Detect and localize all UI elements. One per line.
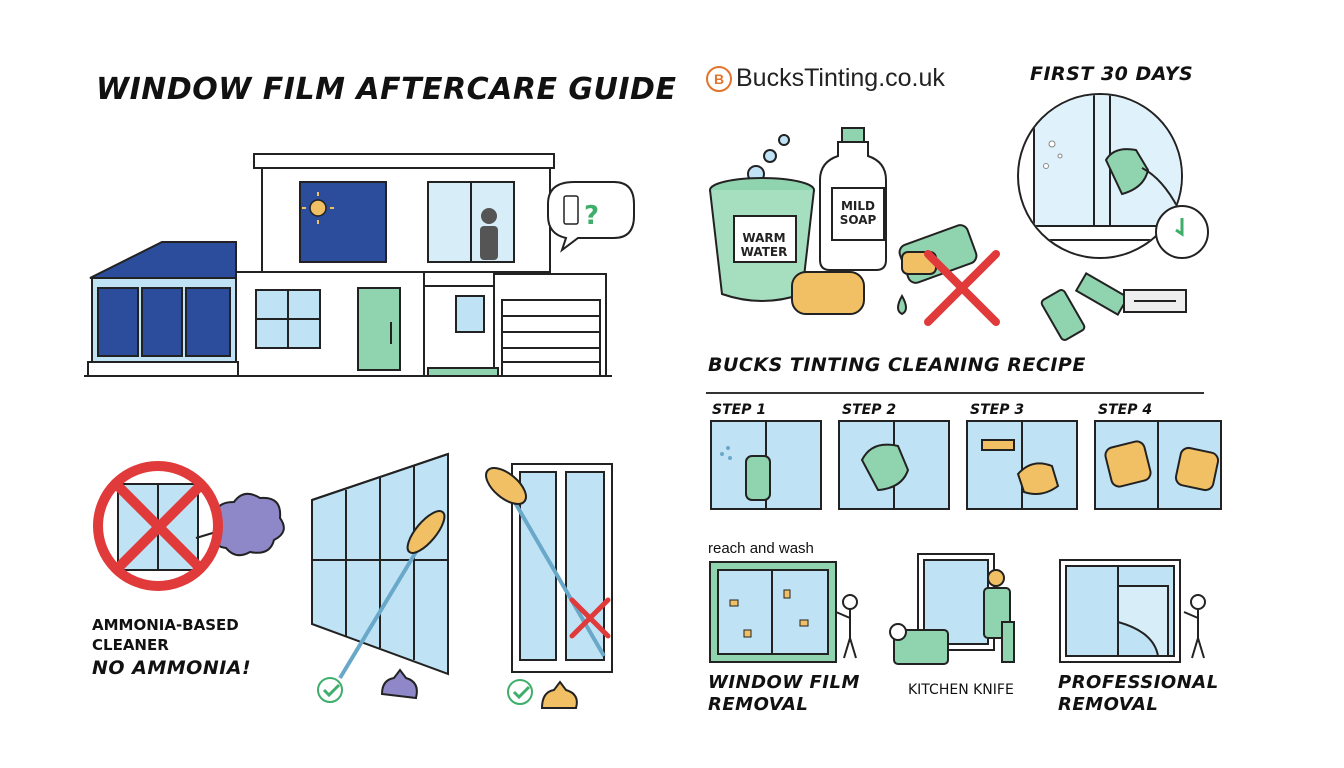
step-4-label: STEP 4 — [1098, 402, 1153, 418]
step-1-label: STEP 1 — [712, 402, 767, 418]
recipe-heading: BUCKS TINTING CLEANING RECIPE — [708, 354, 1086, 376]
scraper-razor-icons — [1040, 271, 1187, 341]
window-film-removal-label-1: WINDOW FILM — [708, 672, 860, 693]
step-2-label: STEP 2 — [842, 402, 897, 418]
conservatory-cleaning-illustration — [311, 452, 449, 703]
first-30-days-illustration — [1017, 93, 1209, 259]
bottle-label-2: SOAP — [840, 213, 877, 227]
film-removal-illustration — [709, 561, 858, 663]
bucket-label-1: WARM — [742, 231, 785, 245]
step-3-panel — [966, 420, 1078, 510]
brand-letter-badge: B — [706, 65, 732, 92]
no-ammonia-illustration — [93, 461, 285, 591]
bottle-label-1: MILD — [841, 199, 875, 213]
kitchen-knife-label: KITCHEN KNIFE — [908, 682, 1014, 698]
house-illustration: ? — [84, 153, 635, 377]
page-title: WINDOW FILM AFTERCARE GUIDE — [96, 72, 677, 107]
supplies-illustration: WARM WATER MILD SOAP — [709, 127, 1000, 326]
reach-and-wash-label: reach and wash — [708, 540, 814, 557]
brand-logo[interactable]: B BucksTinting.co.uk — [706, 64, 945, 93]
first-30-days-heading: FIRST 30 DAYS — [1030, 63, 1194, 85]
ammonia-label-1: AMMONIA-BASED — [92, 616, 239, 634]
svg-text:?: ? — [584, 201, 599, 231]
kitchen-knife-illustration — [889, 553, 1015, 665]
professional-removal-label-1: PROFESSIONAL — [1058, 672, 1219, 693]
recipe-divider — [706, 392, 1204, 394]
step-1-panel — [710, 420, 822, 510]
window-film-removal-label-2: REMOVAL — [708, 694, 809, 715]
ammonia-label-2: CLEANER — [92, 636, 169, 654]
professional-removal-illustration — [1059, 559, 1206, 663]
step-3-label: STEP 3 — [970, 402, 1025, 418]
bucket-label-2: WATER — [741, 245, 788, 259]
step-4-panel — [1094, 420, 1222, 510]
no-ammonia-warning: NO AMMONIA! — [92, 657, 252, 679]
step-2-panel — [838, 420, 950, 510]
tall-window-cleaning-illustration — [485, 463, 613, 709]
professional-removal-label-2: REMOVAL — [1058, 694, 1159, 715]
brand-name: BucksTinting.co.uk — [736, 64, 945, 92]
